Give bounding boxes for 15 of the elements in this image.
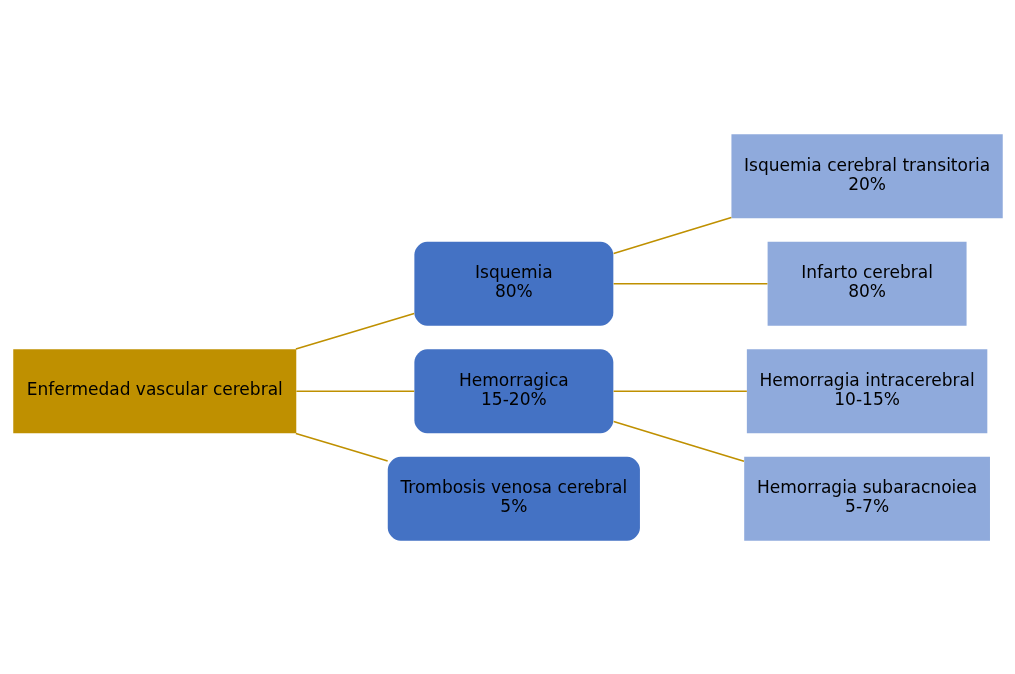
node-box: Infarto cerebral 80% <box>767 241 967 326</box>
node-box: Trombosis venosa cerebral 5% <box>387 456 640 541</box>
node-box: Isquemia 80% <box>413 241 613 326</box>
node-box: Hemorragica 15-20% <box>413 348 613 433</box>
node-box: Hemorragia subaracnoiea 5-7% <box>743 456 990 541</box>
node-box: Hemorragia intracerebral 10-15% <box>746 348 987 433</box>
connector <box>612 420 745 462</box>
connector <box>612 216 732 254</box>
connector <box>295 389 415 392</box>
node-box: Enfermedad vascular cerebral <box>12 348 296 433</box>
connector <box>294 432 388 462</box>
connector <box>612 282 768 285</box>
connector <box>612 389 748 392</box>
node-box: Isquemia cerebral transitoria 20% <box>730 133 1003 218</box>
connector <box>294 312 415 350</box>
